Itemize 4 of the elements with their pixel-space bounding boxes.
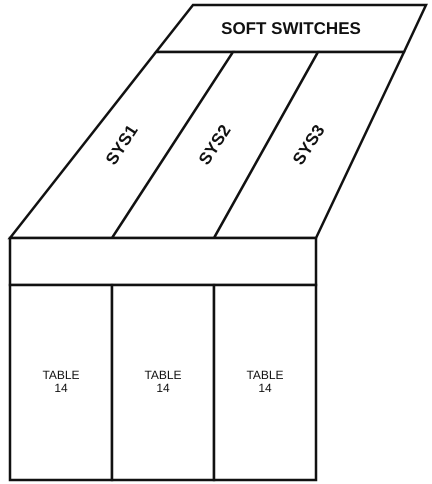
column-label: TABLE 14	[144, 368, 182, 396]
column-label: TABLE 14	[42, 368, 80, 396]
column-label: TABLE 14	[246, 368, 284, 396]
column-label: SOFT SWITCHES	[221, 18, 361, 38]
